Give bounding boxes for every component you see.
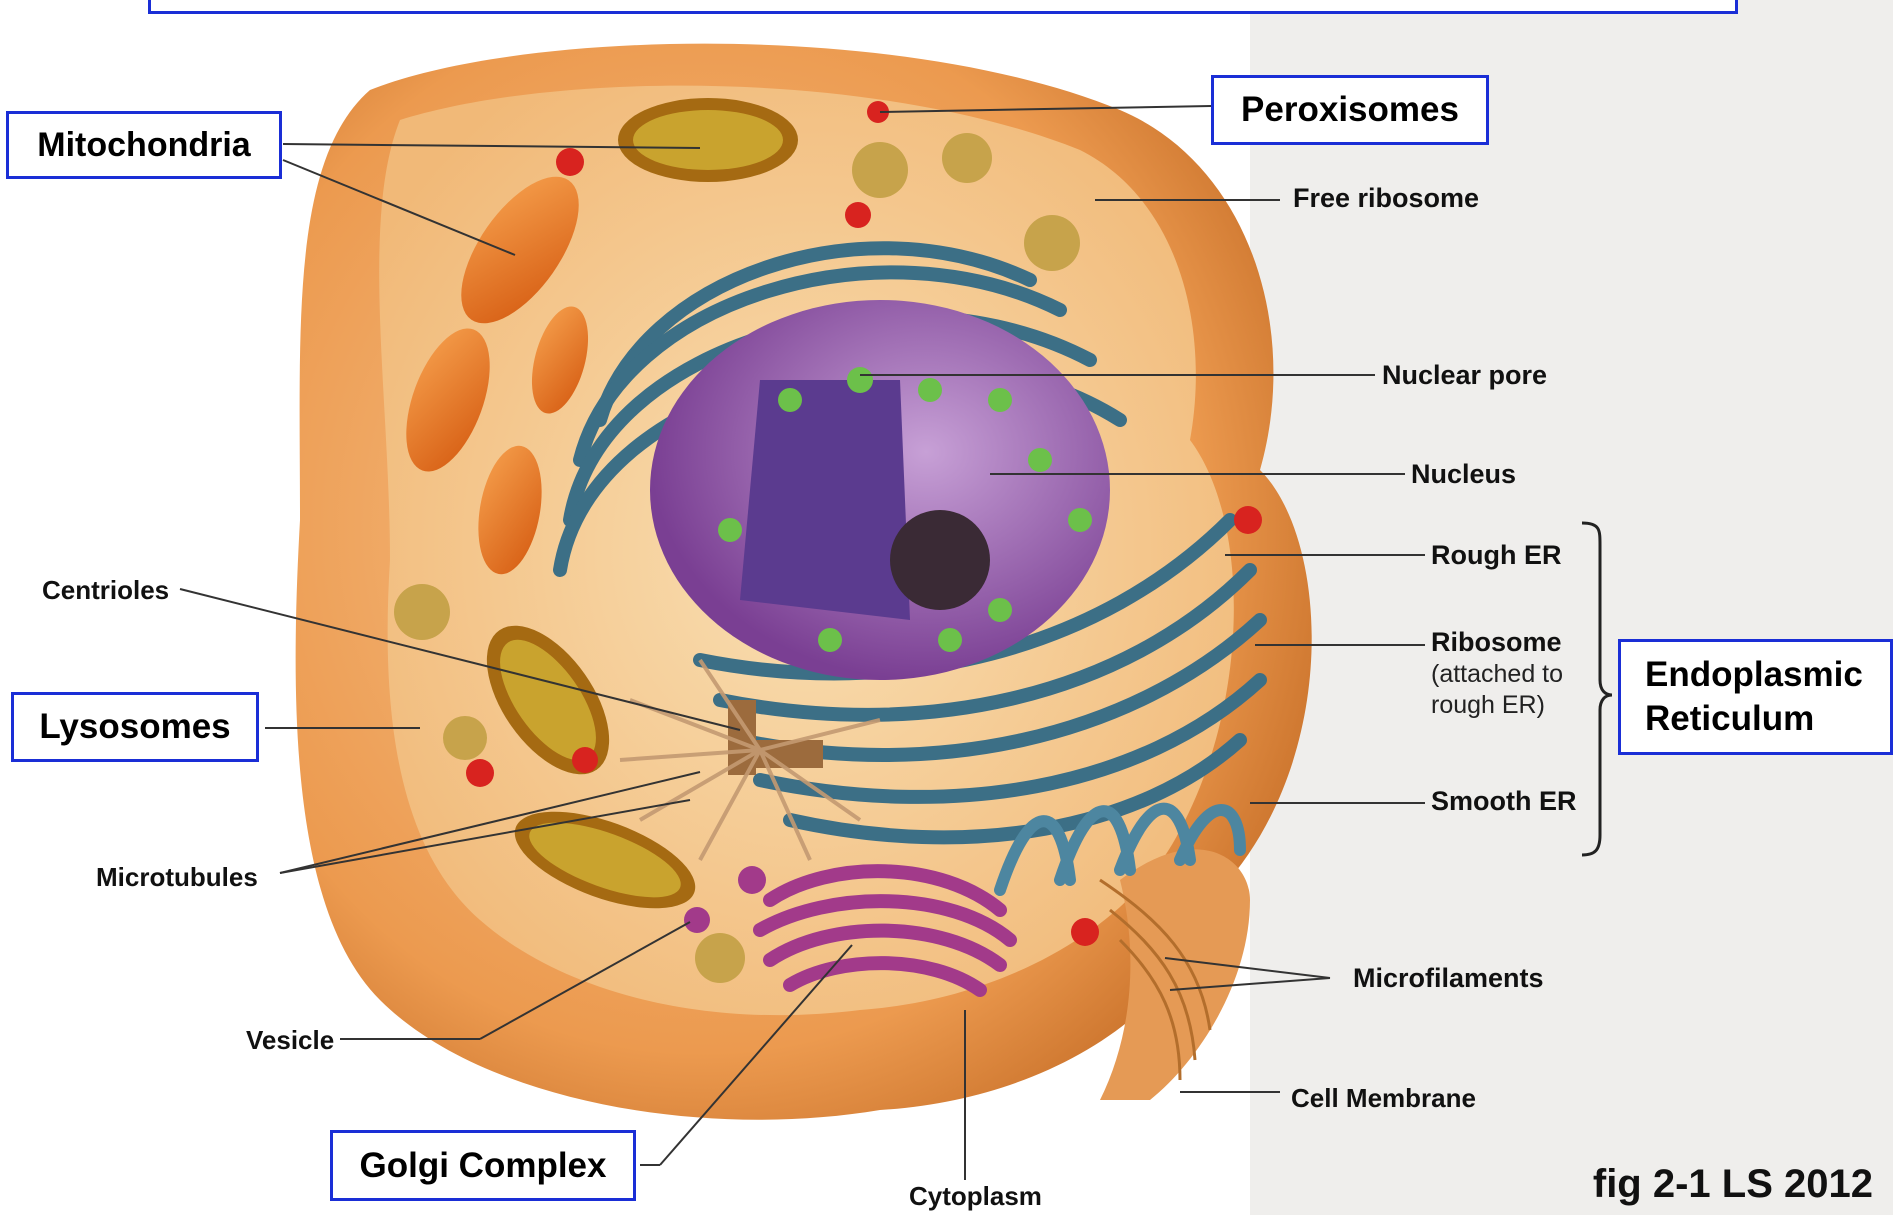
microtubules-label: Microtubules [96, 862, 258, 893]
microfilaments-label: Microfilaments [1353, 963, 1544, 994]
golgi-complex-label: Golgi Complex [360, 1146, 607, 1186]
er-bracket [1582, 523, 1612, 855]
ribosome-note: (attached to rough ER) [1431, 659, 1563, 721]
nuclear-pore-label: Nuclear pore [1382, 360, 1547, 391]
peroxisomes-label-box: Peroxisomes [1211, 75, 1489, 145]
free-ribosome-label: Free ribosome [1293, 183, 1479, 214]
smooth-er-label: Smooth ER [1431, 786, 1577, 817]
vesicle-label: Vesicle [246, 1025, 334, 1056]
nucleus-label: Nucleus [1411, 459, 1516, 490]
golgi-complex-label-box: Golgi Complex [330, 1130, 636, 1201]
nucleus-cutaway [740, 380, 910, 620]
ribosome-note-line2: rough ER) [1431, 690, 1563, 721]
mitochondria-label-box: Mitochondria [6, 111, 282, 179]
endoplasmic-label: Endoplasmic [1645, 653, 1863, 697]
ribosome-label: Ribosome [1431, 627, 1562, 658]
nucleolus-shape [890, 510, 990, 610]
cytoplasm-label: Cytoplasm [909, 1181, 1042, 1212]
mitochondria-label: Mitochondria [37, 126, 250, 165]
endoplasmic-reticulum-label-box: Endoplasmic Reticulum [1618, 639, 1893, 755]
lysosomes-label: Lysosomes [39, 707, 230, 747]
cell-membrane-label: Cell Membrane [1291, 1083, 1476, 1114]
centrioles-label: Centrioles [42, 575, 169, 606]
reticulum-label: Reticulum [1645, 697, 1814, 741]
figure-caption: fig 2-1 LS 2012 [1593, 1162, 1873, 1207]
rough-er-label: Rough ER [1431, 540, 1561, 571]
peroxisomes-label: Peroxisomes [1241, 90, 1459, 130]
title-frame [148, 0, 1738, 14]
lysosomes-label-box: Lysosomes [11, 692, 259, 762]
ribosome-note-line1: (attached to [1431, 659, 1563, 690]
